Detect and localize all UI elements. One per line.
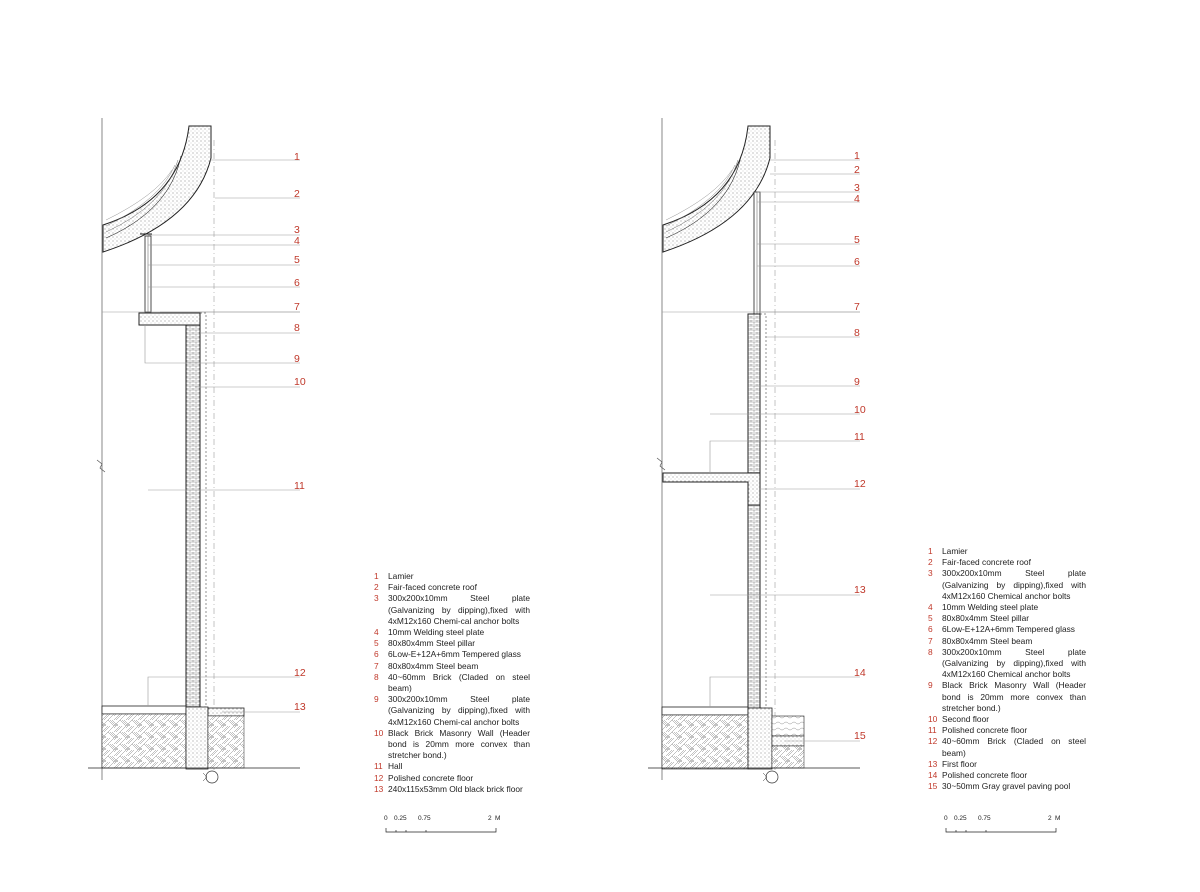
right-callout-4: 4: [854, 193, 860, 205]
right-callout-8: 8: [854, 327, 860, 339]
right-callout-3: 3: [854, 182, 860, 194]
scale-tick-label: 0: [944, 815, 948, 822]
scale-tick-label: 0: [384, 815, 388, 822]
left-scale-labels: 0 0.25 0.75 2 M: [384, 815, 504, 825]
right-callout-15: 15: [854, 730, 866, 742]
left-callout-1: 1: [294, 151, 300, 163]
left-callout-12: 12: [294, 667, 306, 679]
right-leaders: [709, 159, 860, 742]
left-callout-3: 3: [294, 224, 300, 236]
left-callouts: 1 2 3 4 5 6 7 8 9 10 11 12 13: [294, 151, 306, 713]
left-callout-9: 9: [294, 353, 300, 365]
scale-unit-label: M: [495, 815, 501, 822]
right-callout-9: 9: [854, 376, 860, 388]
left-callout-8: 8: [294, 322, 300, 334]
scale-tick-label: 2: [488, 815, 492, 822]
scale-tick-label: 0.25: [954, 815, 967, 822]
left-leaders: [144, 159, 300, 713]
right-callout-1: 1: [854, 150, 860, 162]
right-callout-10: 10: [854, 404, 866, 416]
left-callout-10: 10: [294, 376, 306, 388]
left-callout-5: 5: [294, 254, 300, 266]
right-callout-6: 6: [854, 256, 860, 268]
roof-concrete: [102, 125, 212, 253]
scale-tick-label: 2: [1048, 815, 1052, 822]
left-callout-2: 2: [294, 188, 300, 200]
right-floor-slab: [662, 472, 761, 506]
right-callout-11: 11: [854, 431, 865, 443]
left-scale-bar: [385, 828, 497, 833]
right-scale-bar: [945, 828, 1057, 833]
left-callout-4: 4: [294, 235, 300, 247]
left-callout-6: 6: [294, 277, 300, 289]
scale-tick-label: 0.25: [394, 815, 407, 822]
right-callout-7: 7: [854, 301, 860, 313]
left-callout-7: 7: [294, 301, 300, 313]
right-callout-13: 13: [854, 584, 866, 596]
right-callout-14: 14: [854, 667, 866, 679]
right-callout-12: 12: [854, 478, 866, 490]
left-callout-13: 13: [294, 701, 306, 713]
left-callout-11: 11: [294, 480, 305, 492]
right-section-drawing: [648, 118, 860, 784]
left-section-drawing: [88, 118, 300, 784]
right-scale-labels: 0 0.25 0.75 2 M: [944, 815, 1064, 825]
right-wall: [747, 313, 761, 709]
scale-unit-label: M: [1055, 815, 1061, 822]
scale-tick-label: 0.75: [418, 815, 431, 822]
right-callout-2: 2: [854, 164, 860, 176]
left-wall: [185, 324, 201, 708]
right-callouts: 1 2 3 4 5 6 7 8 9 10 11 12 13 14 15: [854, 150, 866, 742]
right-callout-5: 5: [854, 234, 860, 246]
scale-tick-label: 0.75: [978, 815, 991, 822]
